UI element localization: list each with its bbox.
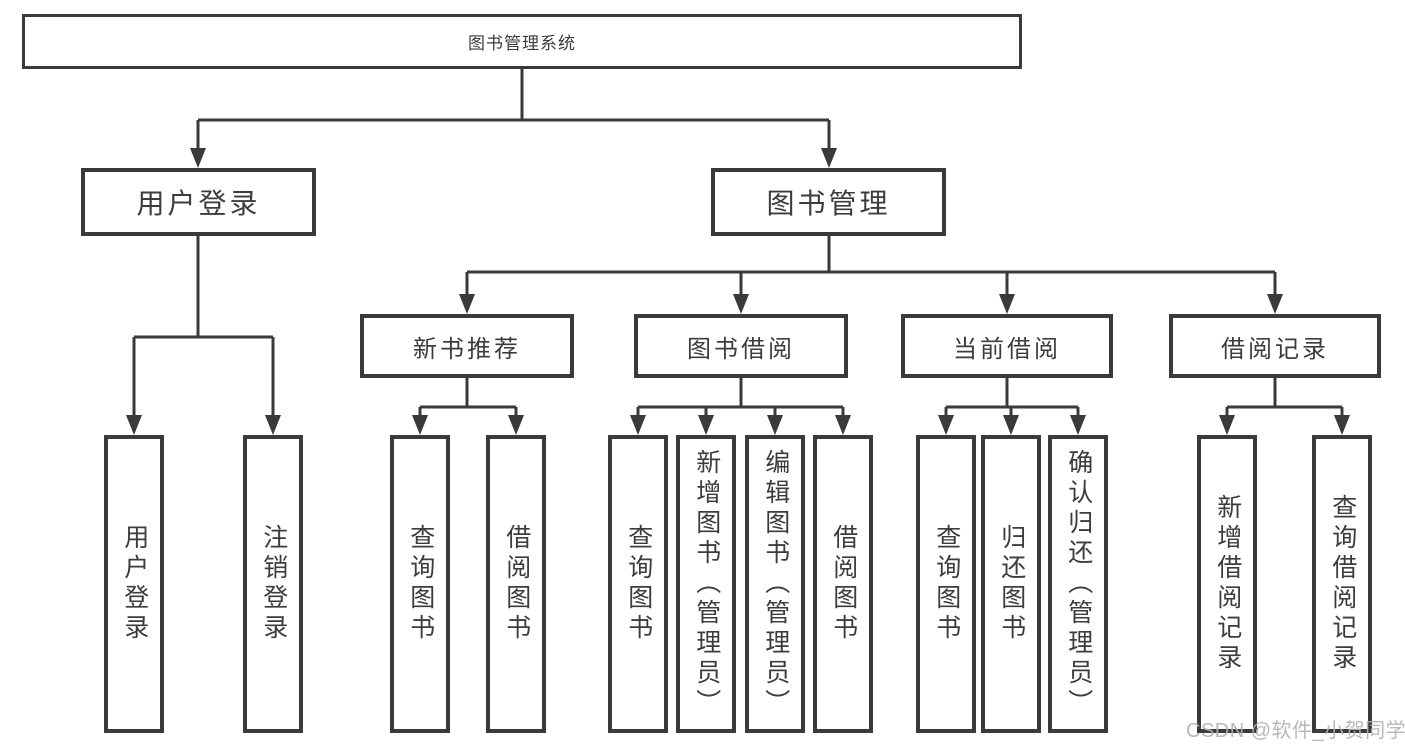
leaf-add-borrow-record: 新增借阅记录 (1197, 435, 1257, 733)
node-label: 图书借阅 (687, 335, 795, 363)
node-borrowing-records: 借阅记录 (1169, 314, 1381, 378)
node-label: 确认归还（管理员） (1064, 449, 1093, 719)
node-label: 新书推荐 (413, 335, 521, 363)
node-current-borrowing: 当前借阅 (901, 314, 1113, 378)
node-label: 新增图书（管理员） (692, 449, 721, 719)
leaf-confirm-return-admin: 确认归还（管理员） (1048, 435, 1108, 733)
leaf-query-books-current: 查询图书 (916, 435, 976, 733)
node-book-management: 图书管理 (711, 168, 946, 236)
node-label: 借阅图书 (829, 524, 858, 644)
node-label: 图书管理 (766, 188, 891, 219)
node-label: 查询图书 (932, 524, 961, 644)
leaf-add-books-admin: 新增图书（管理员） (676, 435, 736, 733)
leaf-query-books-recommend: 查询图书 (390, 435, 450, 733)
leaf-return-books: 归还图书 (981, 435, 1041, 733)
node-label: 图书管理系统 (468, 34, 576, 53)
node-label: 借阅图书 (502, 524, 531, 644)
node-label: 新增借阅记录 (1213, 494, 1242, 674)
node-label: 注销登录 (259, 524, 288, 644)
leaf-borrow-books-borrowing: 借阅图书 (813, 435, 873, 733)
node-label: 当前借阅 (953, 335, 1061, 363)
node-user-login: 用户登录 (81, 168, 316, 236)
node-label: 查询图书 (624, 524, 653, 644)
node-label: 用户登录 (120, 524, 149, 644)
node-label: 借阅记录 (1221, 335, 1329, 363)
leaf-borrow-books-recommend: 借阅图书 (486, 435, 546, 733)
node-label: 归还图书 (997, 524, 1026, 644)
leaf-logout: 注销登录 (243, 435, 303, 733)
node-label: 查询图书 (406, 524, 435, 644)
node-new-book-recommendation: 新书推荐 (360, 314, 574, 378)
leaf-user-login: 用户登录 (104, 435, 164, 733)
leaf-edit-books-admin: 编辑图书（管理员） (745, 435, 805, 733)
node-library-system: 图书管理系统 (22, 14, 1022, 69)
node-label: 查询借阅记录 (1328, 494, 1357, 674)
node-label: 用户登录 (136, 188, 261, 219)
leaf-query-books-borrowing: 查询图书 (608, 435, 668, 733)
node-label: 编辑图书（管理员） (761, 449, 790, 719)
csdn-watermark: CSDN @软件_小贺同学 (1186, 720, 1405, 742)
node-book-borrowing: 图书借阅 (634, 314, 848, 378)
leaf-query-borrow-record: 查询借阅记录 (1312, 435, 1372, 733)
tree-edges (132, 69, 1344, 417)
